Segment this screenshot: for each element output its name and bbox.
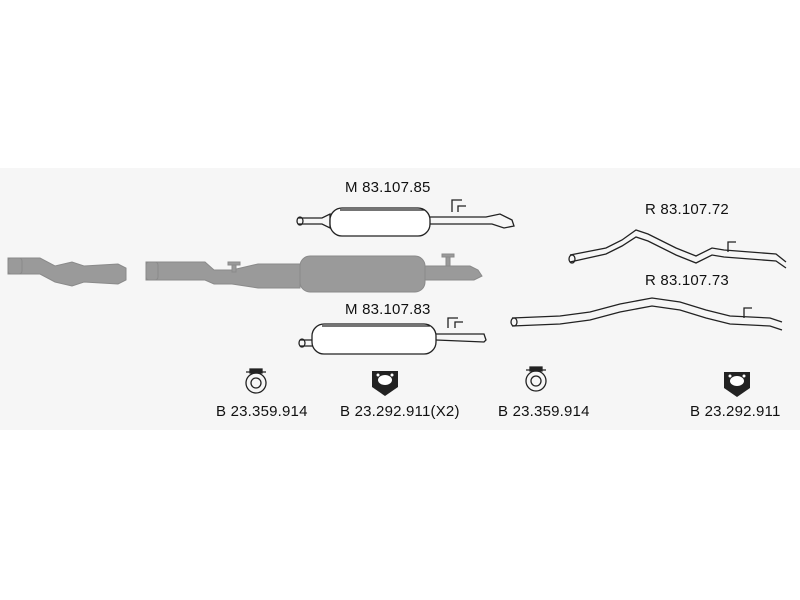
grey-reference-assembly <box>7 253 483 293</box>
mount-right-label: B 23.292.911 <box>690 403 781 420</box>
tailpipe-a-drawing <box>568 229 787 269</box>
clamp-right-label: B 23.359.914 <box>498 403 590 420</box>
clamp-left-label: B 23.359.914 <box>216 403 308 420</box>
tailpipe-b-drawing <box>510 297 783 331</box>
mount-left-label: B 23.292.911(X2) <box>340 403 460 420</box>
rear-silencer-a-label: M 83.107.85 <box>345 179 431 196</box>
tailpipe-b-label: R 83.107.73 <box>645 272 729 289</box>
mount-right-drawing <box>724 372 750 397</box>
clamp-right-drawing <box>525 366 547 392</box>
rear-silencer-b-drawing <box>298 317 487 355</box>
tailpipe-a-label: R 83.107.72 <box>645 201 729 218</box>
mount-left-drawing <box>372 371 398 396</box>
rear-silencer-b-label: M 83.107.83 <box>345 301 431 318</box>
clamp-left-drawing <box>245 368 267 394</box>
rear-silencer-a-drawing <box>296 199 515 237</box>
